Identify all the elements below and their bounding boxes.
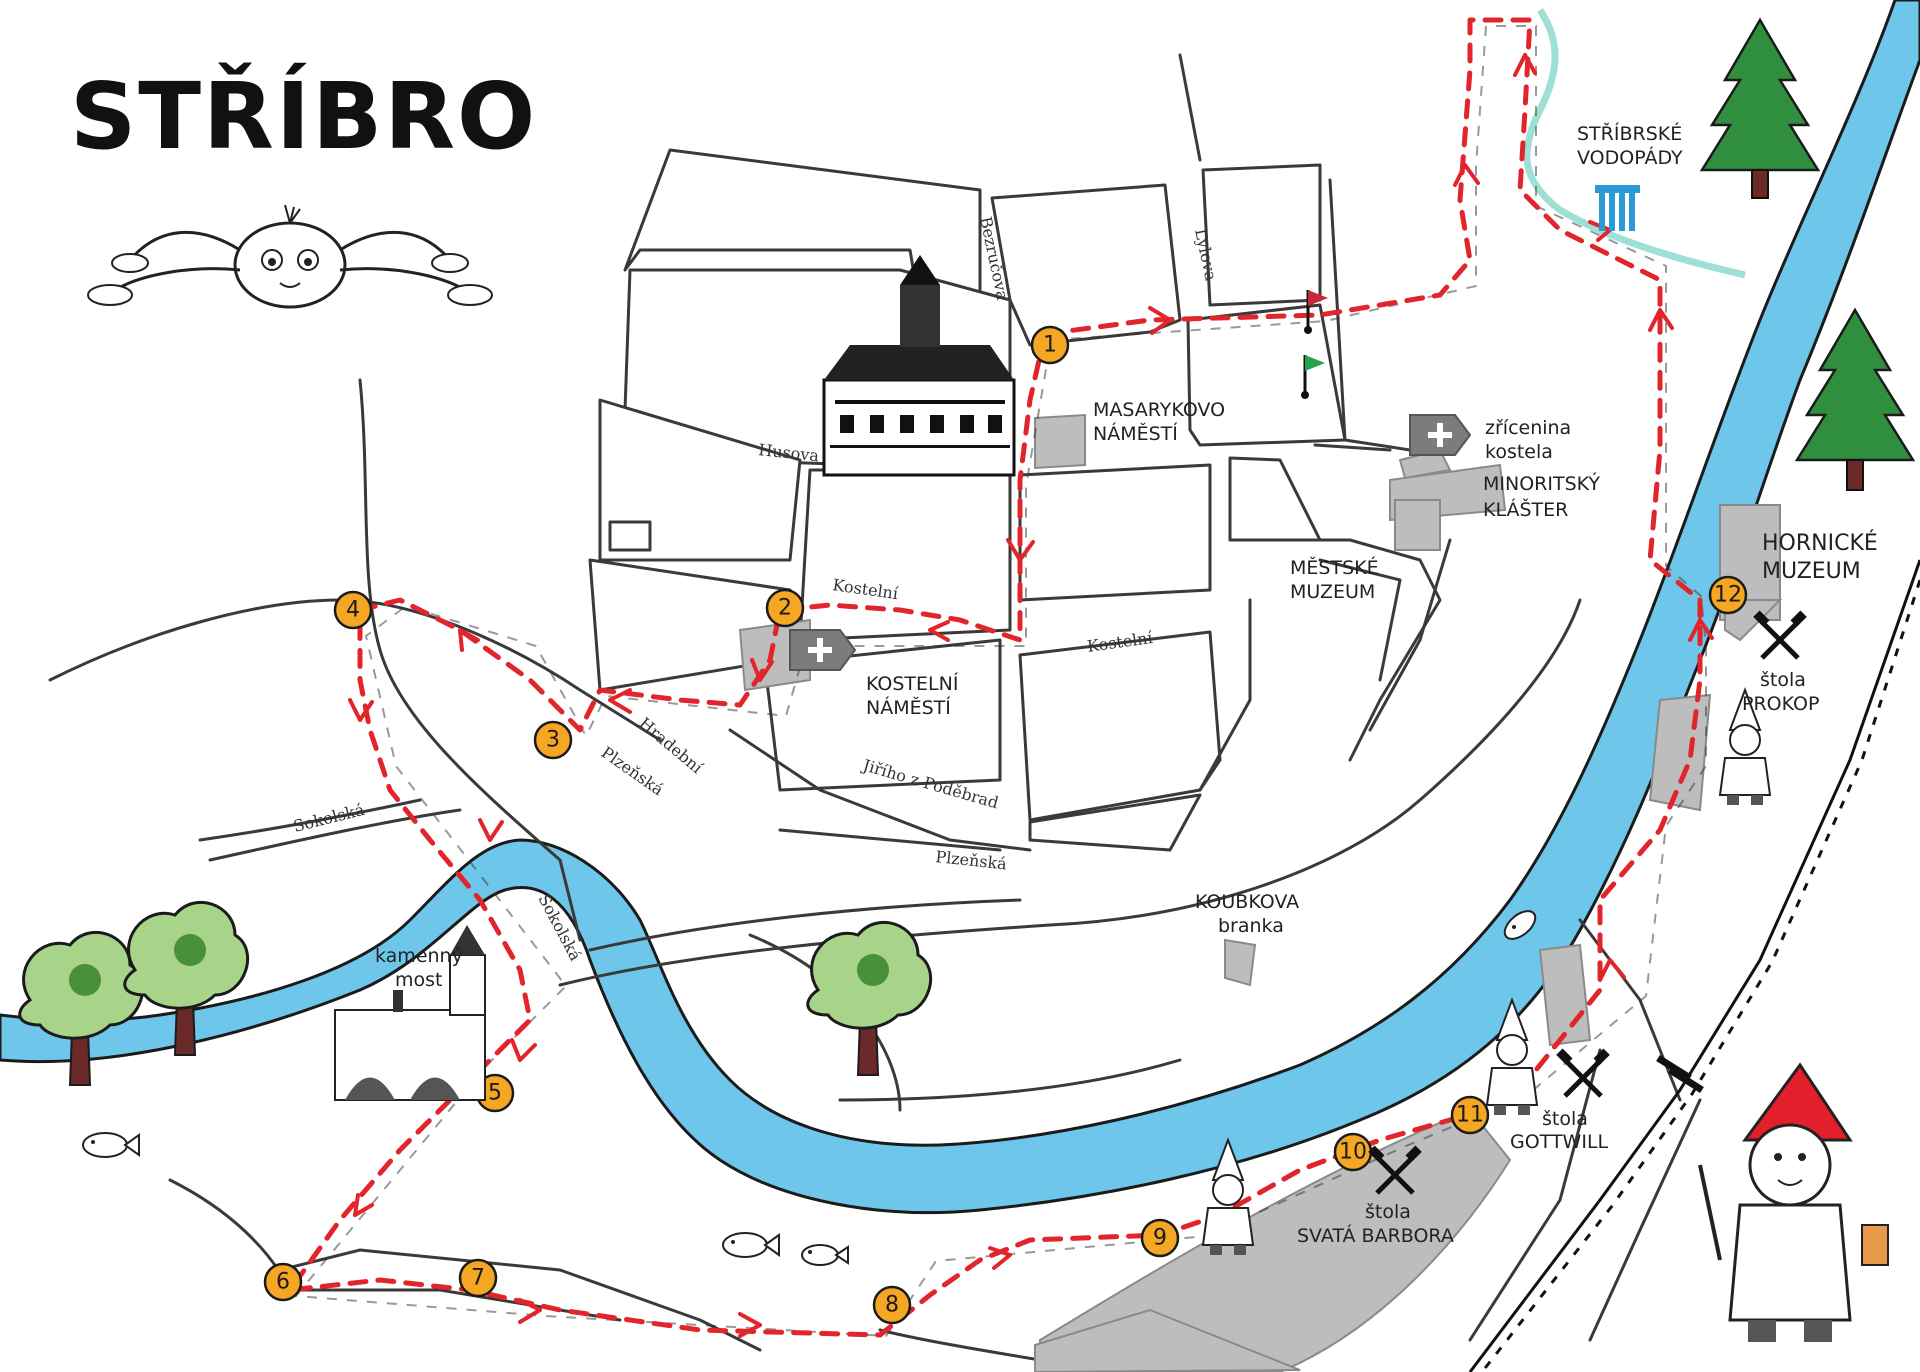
label-zricenina-line1: zřícenina <box>1485 417 1571 439</box>
label-minoritsky-line1: MINORITSKÝ <box>1483 472 1600 495</box>
stop-markers: 1 2 3 4 5 6 7 8 9 10 11 12 <box>263 325 1748 1325</box>
spider-icon <box>87 204 493 309</box>
stop-number: 10 <box>1339 1140 1367 1165</box>
label-stola-gottwill-line2: GOTTWILL <box>1510 1131 1609 1153</box>
label-kostelni-namesti-line2: NÁMĚSTÍ <box>866 696 951 719</box>
tree-icon <box>806 920 933 1076</box>
stop-marker[interactable]: 8 <box>872 1285 912 1325</box>
miner-gnome-icon <box>1718 687 1772 805</box>
label-kamenny-most-line1: kamenný <box>375 945 463 967</box>
label-stola-prokop-line2: PROKOP <box>1742 693 1819 715</box>
town-hall-icon <box>822 255 1016 477</box>
start-flag-icon <box>1301 355 1325 399</box>
waterfall-icon <box>1595 185 1640 231</box>
crossed-hammers-icon <box>1368 1145 1422 1195</box>
map-title: STŘÍBRO <box>70 61 537 170</box>
river <box>0 0 1920 1215</box>
stop-number: 8 <box>885 1293 899 1318</box>
street-grid <box>588 148 1347 852</box>
label-mestske-line1: MĚSTSKÉ <box>1290 556 1379 579</box>
crossed-hammers-icon <box>1556 1048 1610 1098</box>
fish-icon <box>82 1132 140 1158</box>
label-masarykovo-line1: MASARYKOVO <box>1093 399 1225 421</box>
miner-gnome-icon <box>1201 1137 1255 1255</box>
church-icon <box>789 629 857 671</box>
label-hornicke-line2: MUZEUM <box>1762 559 1861 584</box>
fish-icon <box>801 1244 849 1266</box>
label-stola-barbora-line1: štola <box>1365 1201 1411 1223</box>
stop-number: 2 <box>778 596 792 621</box>
stop-marker[interactable]: 1 <box>1030 325 1070 365</box>
pine-tree-icon <box>1794 307 1916 491</box>
tree-icon <box>123 900 250 1056</box>
stop-marker[interactable]: 4 <box>333 590 373 630</box>
label-stola-barbora-line2: SVATÁ BARBORA <box>1297 1224 1454 1247</box>
stop-number: 11 <box>1456 1103 1484 1128</box>
stop-number: 12 <box>1714 583 1742 608</box>
label-kostelni-namesti-line1: KOSTELNÍ <box>866 672 959 695</box>
stone-bridge-icon <box>334 925 486 1101</box>
stop-marker[interactable]: 7 <box>458 1258 498 1298</box>
stop-number: 1 <box>1043 333 1057 358</box>
stop-marker[interactable]: 6 <box>263 1262 303 1302</box>
stop-marker[interactable]: 10 <box>1333 1132 1373 1172</box>
stop-marker[interactable]: 9 <box>1140 1218 1180 1258</box>
stop-number: 6 <box>276 1270 290 1295</box>
miner-gnome-icon <box>1485 997 1539 1115</box>
stop-number: 7 <box>471 1266 485 1291</box>
label-koubkova-line2: branka <box>1218 915 1284 937</box>
stop-number: 9 <box>1153 1226 1167 1251</box>
street-label: Plzeňská <box>598 743 668 800</box>
stop-number: 4 <box>346 598 360 623</box>
label-minoritsky-line2: KLÁŠTER <box>1483 497 1568 521</box>
stop-marker[interactable]: 12 <box>1708 575 1748 615</box>
stream <box>1523 8 1746 279</box>
label-koubkova-line1: KOUBKOVA <box>1195 891 1299 913</box>
label-zricenina-line2: kostela <box>1485 441 1553 463</box>
stop-number: 5 <box>488 1081 502 1106</box>
fish-icon <box>1503 910 1537 940</box>
label-kamenny-most-line2: most <box>395 969 442 991</box>
pine-tree-icon <box>1699 17 1821 199</box>
street-label: Sokolská <box>291 800 366 836</box>
label-mestske-line2: MUZEUM <box>1290 581 1375 603</box>
place-labels: MASARYKOVO NÁMĚSTÍ zřícenina kostela MIN… <box>375 122 1878 1247</box>
crossed-hammers-icon <box>1753 610 1807 660</box>
stop-marker[interactable]: 2 <box>765 588 805 628</box>
stop-number: 3 <box>546 728 560 753</box>
label-stola-prokop-line1: štola <box>1760 669 1806 691</box>
fish-icon <box>722 1232 780 1258</box>
label-hornicke-line1: HORNICKÉ <box>1762 530 1878 556</box>
finish-flag-icon <box>1304 290 1328 334</box>
label-masarykovo-line2: NÁMĚSTÍ <box>1093 422 1178 445</box>
label-stola-gottwill-line1: štola <box>1542 1108 1588 1130</box>
railway-icon <box>1468 559 1920 1372</box>
stop-marker[interactable]: 3 <box>533 720 573 760</box>
miner-gnome-icon <box>1698 1062 1889 1342</box>
stop-marker[interactable]: 11 <box>1450 1095 1490 1135</box>
label-vodopady-line2: VODOPÁDY <box>1577 146 1683 169</box>
label-vodopady-line1: STŘÍBRSKÉ <box>1577 122 1682 145</box>
church-ruin-icon <box>1409 414 1472 456</box>
